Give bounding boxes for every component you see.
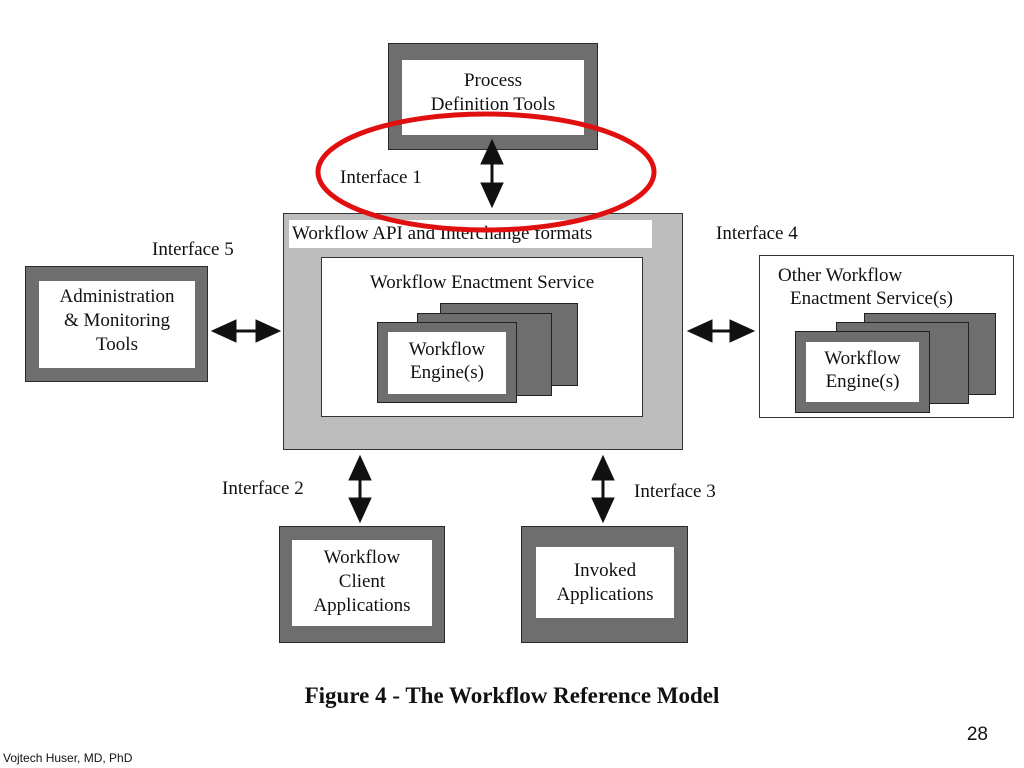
- client-label-line2: Client: [338, 571, 386, 592]
- interface-1-arrow: [480, 138, 504, 209]
- admin-monitoring-box: Administration & Monitoring Tools: [25, 266, 208, 382]
- admin-label-line2: & Monitoring: [63, 310, 171, 331]
- other-title-line2: Enactment Service(s): [790, 288, 954, 309]
- interface-5-arrow: [210, 319, 282, 343]
- process-definition-label-line2: Definition Tools: [430, 94, 556, 115]
- other-title-line1: Other Workflow: [778, 265, 903, 286]
- interface-2-label: Interface 2: [222, 478, 304, 499]
- interface-2-arrow: [348, 454, 372, 524]
- workflow-enactment-service-box: Workflow Enactment Service Workflow Engi…: [321, 257, 643, 417]
- interface-3-label: Interface 3: [634, 481, 716, 502]
- interface-3-arrow: [591, 454, 615, 524]
- workflow-client-applications-box: Workflow Client Applications: [279, 526, 445, 643]
- engine-label-line2: Engine(s): [410, 362, 484, 383]
- interface-4-label: Interface 4: [716, 223, 798, 244]
- admin-label-line1: Administration: [59, 286, 175, 307]
- invoked-label-line2: Applications: [556, 584, 654, 605]
- process-definition-tools-box: Process Definition Tools: [388, 43, 598, 150]
- other-engine-label-line2: Engine(s): [825, 371, 900, 392]
- invoked-label-line1: Invoked: [573, 560, 637, 581]
- invoked-applications-box: Invoked Applications: [521, 526, 688, 643]
- interface-4-arrow: [686, 319, 756, 343]
- other-enactment-service-box: Other Workflow Enactment Service(s) Work…: [759, 255, 1014, 418]
- figure-caption: Figure 4 - The Workflow Reference Model: [304, 683, 720, 708]
- workflow-enactment-service-title: Workflow Enactment Service: [369, 272, 595, 293]
- client-label-line3: Applications: [313, 595, 411, 616]
- engine-card-front: Workflow Engine(s): [377, 322, 517, 403]
- admin-label-line3: Tools: [96, 334, 138, 355]
- engine-label-line1: Workflow: [408, 339, 486, 360]
- page-number: 28: [966, 724, 988, 745]
- interface-5-label: Interface 5: [152, 239, 234, 260]
- other-engine-card-front: Workflow Engine(s): [795, 331, 930, 413]
- other-engine-label-line1: Workflow: [824, 348, 901, 369]
- author-footer: Vojtech Huser, MD, PhD: [3, 751, 133, 765]
- client-label-line1: Workflow: [323, 547, 401, 568]
- interface-1-highlight-ellipse: [315, 111, 657, 233]
- interface-1-label: Interface 1: [340, 167, 422, 188]
- process-definition-label-line1: Process: [463, 70, 523, 91]
- workflow-api-box: Workflow API and Interchange formats Wor…: [283, 213, 683, 450]
